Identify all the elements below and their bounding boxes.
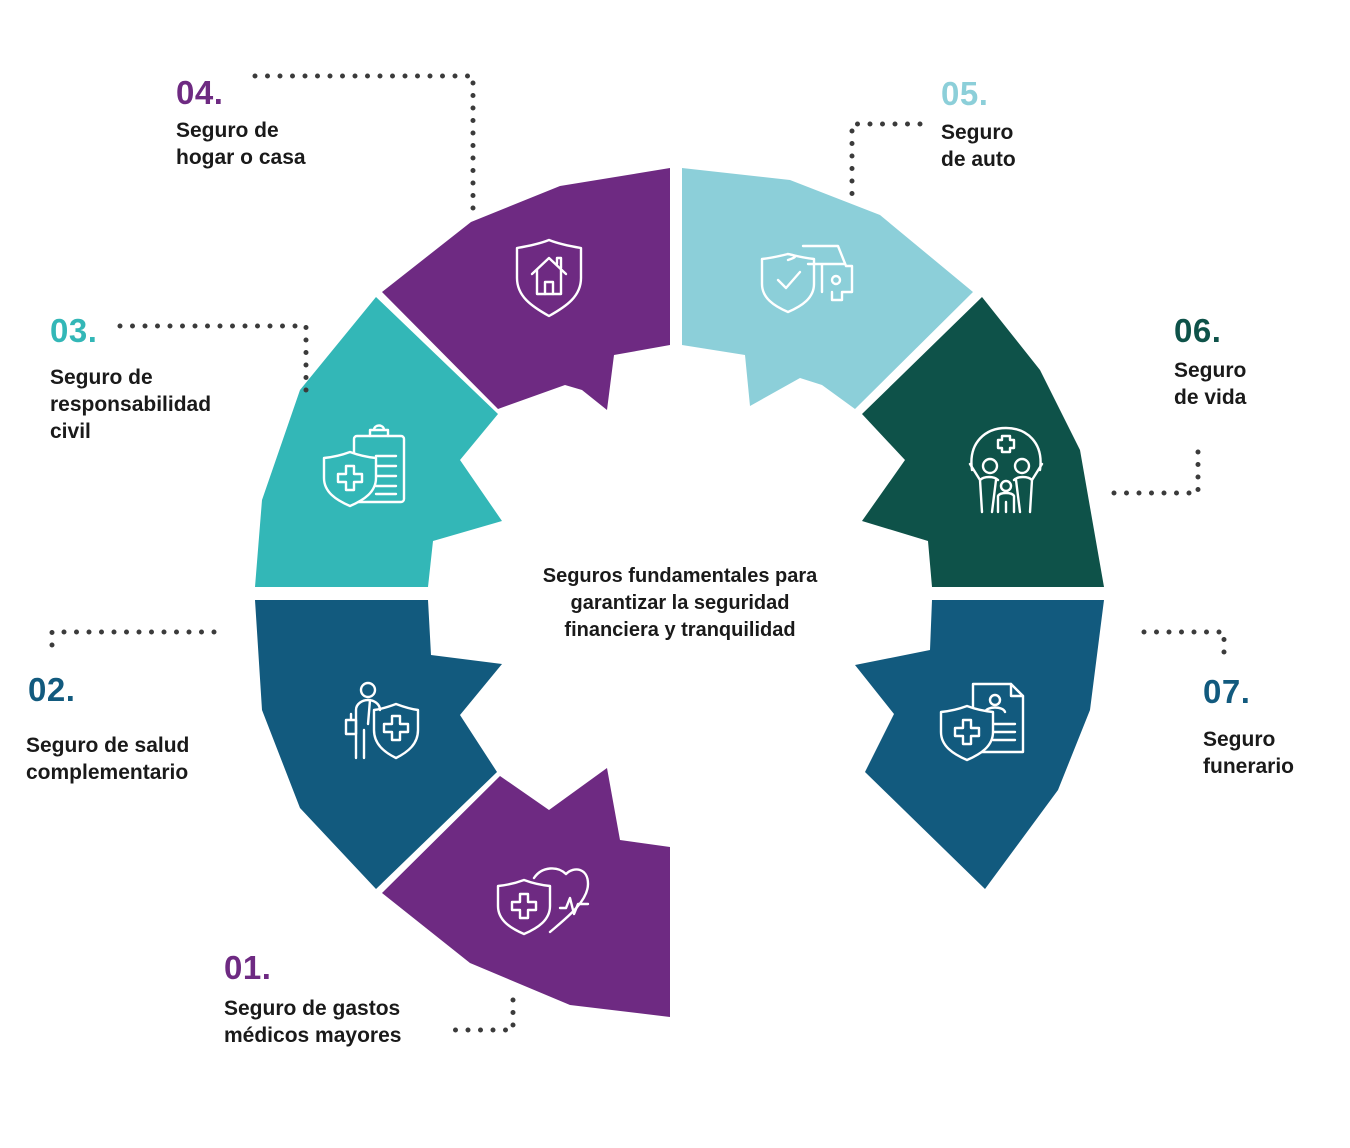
label-01: Seguro de gastos médicos mayores — [224, 995, 401, 1049]
number-06: 06. — [1174, 312, 1222, 349]
label-line: de auto — [941, 148, 1016, 171]
leader-03 — [117, 323, 309, 395]
label-06: Seguro de vida — [1174, 357, 1246, 411]
label-line: funerario — [1203, 755, 1295, 778]
label-line: Seguro — [1174, 359, 1247, 382]
segment-06 — [862, 297, 1104, 587]
label-line: civil — [50, 420, 91, 443]
label-04: Seguro de hogar o casa — [176, 117, 306, 171]
label-line: Seguro — [1203, 728, 1276, 751]
center-title: Seguros fundamentales para garantizar la… — [520, 563, 840, 644]
leader-06 — [1103, 449, 1201, 496]
center-line: financiera y tranquilidad — [564, 619, 796, 641]
label-line: Seguro de — [50, 366, 153, 389]
label-line: Seguro de — [176, 119, 279, 142]
number-05: 05. — [941, 75, 989, 112]
family-icon — [968, 426, 1044, 514]
leader-05 — [849, 121, 923, 208]
label-05: Seguro de auto — [941, 119, 1016, 173]
label-line: complementario — [26, 761, 189, 784]
number-03: 03. — [50, 312, 98, 349]
number-02: 02. — [28, 671, 76, 708]
shield-heart-icon — [496, 867, 590, 936]
shield-clipboard-icon — [322, 424, 406, 508]
leader-lines — [49, 73, 1227, 1033]
leader-04 — [252, 73, 476, 218]
center-line: garantizar la seguridad — [570, 592, 790, 614]
segment-03 — [255, 297, 502, 587]
label-line: Seguro de gastos — [224, 997, 401, 1020]
leader-07 — [1141, 629, 1227, 659]
label-line: hogar o casa — [176, 146, 306, 169]
shield-house-icon — [515, 238, 583, 318]
segment-04 — [382, 168, 670, 410]
label-02: Seguro de salud complementario — [26, 732, 189, 786]
leader-02 — [49, 629, 217, 659]
number-04: 04. — [176, 74, 224, 111]
label-line: Seguro — [941, 121, 1014, 144]
label-07: Seguro funerario — [1203, 726, 1294, 780]
label-03: Seguro de responsabilidad civil — [50, 364, 211, 445]
label-line: de vida — [1174, 386, 1247, 409]
shield-car-icon — [760, 244, 854, 314]
number-07: 07. — [1203, 673, 1251, 710]
segment-05 — [682, 168, 973, 409]
leader-01 — [447, 997, 516, 1033]
label-line: médicos mayores — [224, 1024, 402, 1047]
center-line: Seguros fundamentales para — [542, 565, 818, 587]
person-shield-icon — [344, 681, 420, 760]
number-01: 01. — [224, 949, 272, 986]
label-line: Seguro de salud — [26, 734, 190, 757]
label-line: responsabilidad — [50, 393, 212, 416]
shield-document-icon — [939, 682, 1025, 762]
